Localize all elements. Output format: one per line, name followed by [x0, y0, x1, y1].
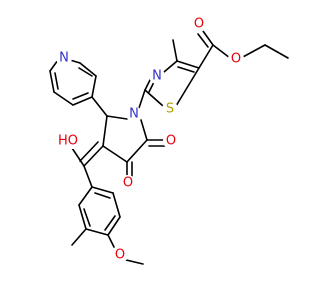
bond [140, 119, 148, 141]
bond [176, 60, 200, 69]
atom-symbol: N [152, 69, 162, 84]
bond [106, 115, 128, 120]
bond [202, 30, 214, 46]
bond [197, 33, 209, 48]
bond [94, 192, 111, 199]
atom-oxygen-ester-link: O [228, 51, 244, 67]
bond [177, 66, 195, 73]
bond [91, 75, 97, 98]
bond [144, 89, 164, 107]
bond [148, 81, 155, 93]
atom-symbol: O [166, 134, 176, 149]
bond [72, 92, 89, 100]
bond [240, 44, 266, 59]
atom-nitrogen-thiazole: N [149, 68, 165, 84]
bond [85, 228, 109, 236]
bond [175, 67, 200, 107]
atom-oxygen-ring-carbonyl-bottom: O [120, 175, 136, 191]
bond [71, 228, 87, 246]
bond [102, 145, 128, 163]
bond [112, 192, 121, 218]
bond [49, 70, 55, 93]
bond [172, 39, 178, 62]
bond [107, 234, 115, 248]
bond [91, 186, 114, 194]
bond [126, 139, 148, 163]
bond [78, 67, 93, 77]
bond [83, 165, 93, 188]
bond [125, 259, 144, 265]
bond [69, 59, 81, 64]
bond [212, 44, 231, 59]
atom-nitrogen-pyrrolidine: N [126, 106, 142, 122]
atom-symbol: O [115, 248, 125, 263]
atom-symbol: HO [58, 134, 78, 149]
bond [198, 44, 214, 69]
bond [83, 208, 91, 227]
atom-symbol: N [59, 51, 69, 66]
atom-symbol: O [194, 17, 204, 32]
bond [264, 44, 289, 59]
atom-oxygen-ring-carbonyl-right: O [163, 133, 179, 149]
atom-symbol: N [129, 107, 139, 122]
atom-sulfur-thiazole: S [162, 101, 178, 117]
atom-symbol: O [231, 52, 241, 67]
bond-layer [49, 30, 289, 265]
bond [71, 147, 85, 167]
bond [163, 60, 178, 73]
bond [138, 89, 146, 109]
atom-hydroxy-group: HO [58, 133, 80, 149]
bond [79, 62, 97, 77]
bond [83, 145, 104, 167]
bond [79, 141, 99, 162]
bond [78, 186, 93, 206]
atom-symbol: S [166, 102, 174, 117]
bond [144, 79, 151, 91]
bond [54, 72, 59, 90]
atom-label-layer: O O N S N N HO O [56, 16, 244, 263]
bond [53, 91, 74, 106]
bond [107, 216, 121, 236]
atom-oxygen-methoxy: O [112, 247, 128, 263]
atom-symbol: O [123, 176, 133, 191]
atom-nitrogen-pyridine: N [56, 50, 72, 66]
bond [102, 115, 108, 147]
bond [72, 96, 93, 106]
bond [49, 59, 59, 72]
bond [91, 96, 108, 117]
chemical-structure: O O N S N N HO O [49, 16, 289, 265]
bond [78, 204, 87, 230]
atom-oxygen-ester-carbonyl: O [191, 16, 207, 32]
bond [104, 215, 116, 231]
